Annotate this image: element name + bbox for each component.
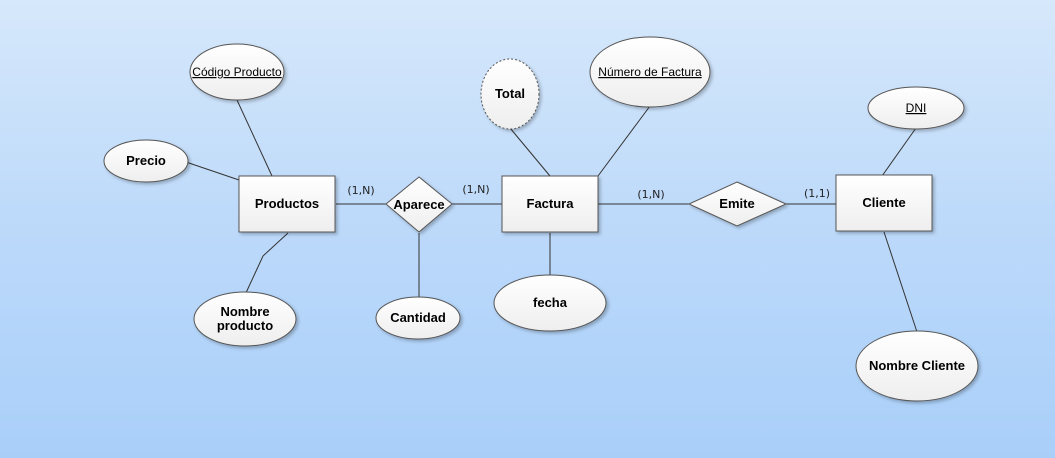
connector-lines (185, 99, 918, 333)
attribute-precio[interactable]: Precio (103, 139, 189, 183)
entity-cliente-label: Cliente (862, 195, 905, 210)
line-nombre-productos (244, 232, 289, 296)
line-total-factura (509, 127, 551, 177)
attribute-fecha-label: fecha (533, 295, 568, 310)
relationship-emite-label: Emite (719, 196, 754, 211)
attribute-total-derived[interactable]: Total (480, 58, 540, 130)
attribute-codigo-producto[interactable]: Código Producto (189, 43, 285, 101)
entity-factura[interactable]: Factura (501, 175, 599, 233)
line-cliente-nombre (883, 231, 918, 333)
attribute-nombre-cliente-label: Nombre Cliente (869, 358, 965, 373)
attribute-dni-label: DNI (906, 101, 927, 115)
attribute-nombre-producto-line2: producto (217, 318, 273, 333)
line-precio-productos (185, 161, 240, 181)
attribute-codigo-producto-label: Código Producto (192, 65, 282, 79)
line-codigo-productos (236, 99, 273, 177)
cardinality-productos-aparece: (1,N) (347, 184, 374, 197)
cardinality-aparece-factura: (1,N) (462, 183, 489, 196)
relationship-aparece[interactable]: Aparece (385, 176, 453, 233)
attribute-numero-factura[interactable]: Número de Factura (589, 36, 711, 108)
attribute-cantidad-label: Cantidad (390, 310, 446, 325)
relationship-aparece-label: Aparece (393, 197, 444, 212)
attribute-precio-label: Precio (126, 153, 166, 168)
attribute-nombre-producto[interactable]: Nombre producto (193, 291, 297, 347)
entity-factura-label: Factura (527, 196, 575, 211)
cardinality-factura-emite: (1,N) (637, 188, 664, 201)
line-dni-cliente (881, 127, 917, 177)
entity-productos-label: Productos (255, 196, 319, 211)
attribute-fecha[interactable]: fecha (493, 274, 607, 332)
attribute-nombre-producto-line1: Nombre (220, 304, 269, 319)
attribute-total-label: Total (495, 86, 525, 101)
attribute-dni[interactable]: DNI (867, 86, 965, 130)
line-numero-factura (597, 105, 651, 177)
cardinality-emite-cliente: (1,1) (804, 187, 830, 200)
attribute-cantidad[interactable]: Cantidad (375, 296, 461, 340)
entity-productos[interactable]: Productos (238, 175, 336, 233)
relationship-emite[interactable]: Emite (687, 181, 788, 227)
attribute-numero-factura-label: Número de Factura (598, 65, 702, 79)
attribute-nombre-cliente[interactable]: Nombre Cliente (855, 330, 979, 402)
entity-cliente[interactable]: Cliente (835, 174, 933, 232)
